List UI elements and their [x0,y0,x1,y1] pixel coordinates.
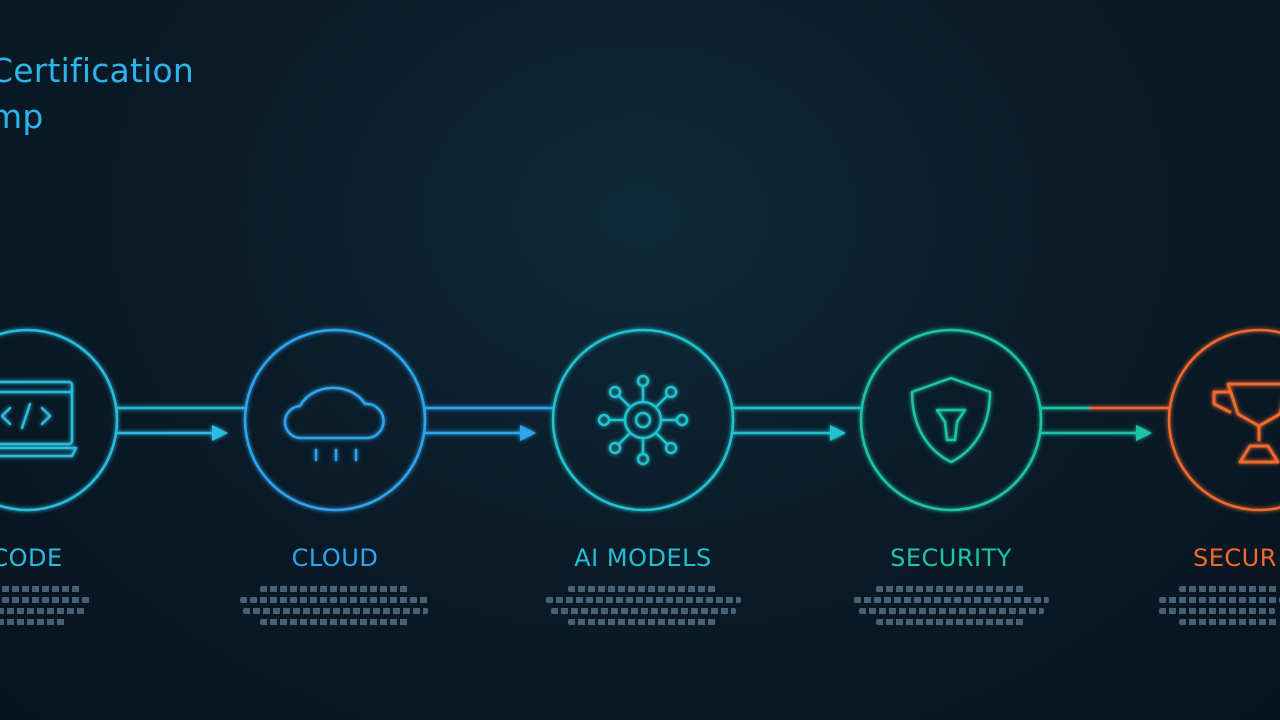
step-description-security [851,586,1051,646]
trophy-icon [1212,382,1280,464]
arrow-head-icon [1136,425,1152,441]
step-circle-security [859,328,1043,512]
step-label-final: SECUR [1193,544,1277,572]
step-label-cloud: CLOUD [291,544,379,572]
title-line-1: Certification [0,51,194,90]
arrow-head-icon [830,425,846,441]
cloud-icon [283,386,385,462]
code-laptop-icon [0,380,78,458]
shield-icon [910,376,992,464]
step-label-code: CODE [0,544,63,572]
arrow-head-icon [520,425,536,441]
step-description-final [1159,586,1280,646]
step-description-code [0,586,127,646]
step-circle-final [1167,328,1280,512]
step-label-security: SECURITY [890,544,1012,572]
title-line-2: mp [0,97,44,136]
step-circle-ai-models [551,328,735,512]
step-label-ai-models: AI MODELS [574,544,712,572]
arrow-head-icon [212,425,228,441]
step-description-ai-models [543,586,743,646]
neural-network-icon [597,374,689,466]
step-description-cloud [235,586,435,646]
step-circle-cloud [243,328,427,512]
step-circle-code [0,328,119,512]
page-title: Certification mp [0,48,194,140]
